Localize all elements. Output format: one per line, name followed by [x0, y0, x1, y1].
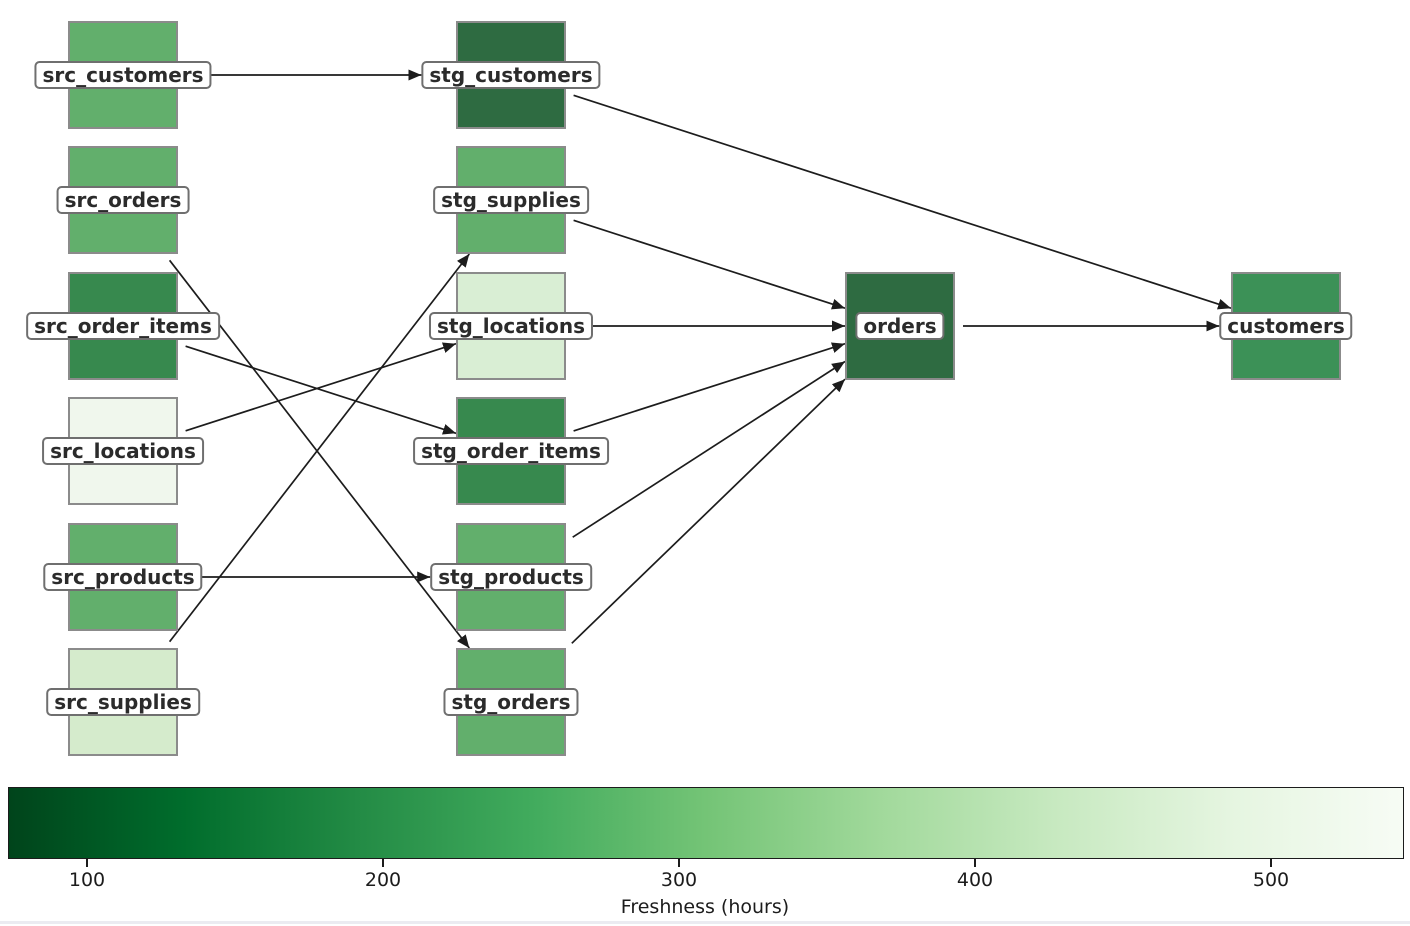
edge-src_supplies-to-stg_supplies	[168, 253, 470, 643]
node-label-customers: customers	[1219, 312, 1353, 340]
colorbar-tick-label-100: 100	[68, 869, 106, 891]
colorbar-tick-label-200: 200	[364, 869, 402, 891]
node-label-orders: orders	[855, 312, 945, 340]
colorbar-tick-label-500: 500	[1252, 869, 1290, 891]
colorbar-tick-label-400: 400	[956, 869, 994, 891]
edge-src_locations-to-stg_locations	[185, 342, 457, 432]
node-label-src_products: src_products	[43, 563, 203, 591]
edge-stg_products-to-orders	[572, 360, 846, 538]
colorbar-axis-label: Freshness (hours)	[620, 896, 790, 918]
node-label-src_order_items: src_order_items	[26, 312, 220, 340]
edge-src_order_items-to-stg_order_items	[185, 345, 457, 435]
node-label-stg_order_items: stg_order_items	[413, 437, 609, 465]
edge-stg_order_items-to-orders	[573, 342, 846, 432]
node-label-src_customers: src_customers	[34, 61, 212, 89]
freshness-colorbar	[8, 787, 1404, 859]
node-label-stg_supplies: stg_supplies	[433, 186, 589, 214]
edges-group	[168, 69, 1232, 649]
edge-stg_orders-to-orders	[571, 378, 846, 644]
node-label-stg_products: stg_products	[430, 563, 592, 591]
colorbar-tick-label-300: 300	[660, 869, 698, 891]
edge-stg_customers-to-customers	[573, 94, 1232, 310]
colorbar-tick-mark-500	[1270, 859, 1272, 867]
colorbar-tick-mark-400	[974, 859, 976, 867]
colorbar-tick-mark-200	[382, 859, 384, 867]
node-label-src_supplies: src_supplies	[46, 688, 200, 716]
colorbar-tick-mark-100	[86, 859, 88, 867]
bottom-edge-artifact	[0, 921, 1410, 924]
node-label-stg_locations: stg_locations	[428, 312, 594, 340]
node-label-stg_orders: stg_orders	[443, 688, 579, 716]
node-label-src_orders: src_orders	[56, 186, 190, 214]
node-label-src_locations: src_locations	[42, 437, 204, 465]
colorbar-tick-mark-300	[678, 859, 680, 867]
edge-stg_supplies-to-orders	[573, 219, 846, 310]
node-label-stg_customers: stg_customers	[421, 61, 601, 89]
